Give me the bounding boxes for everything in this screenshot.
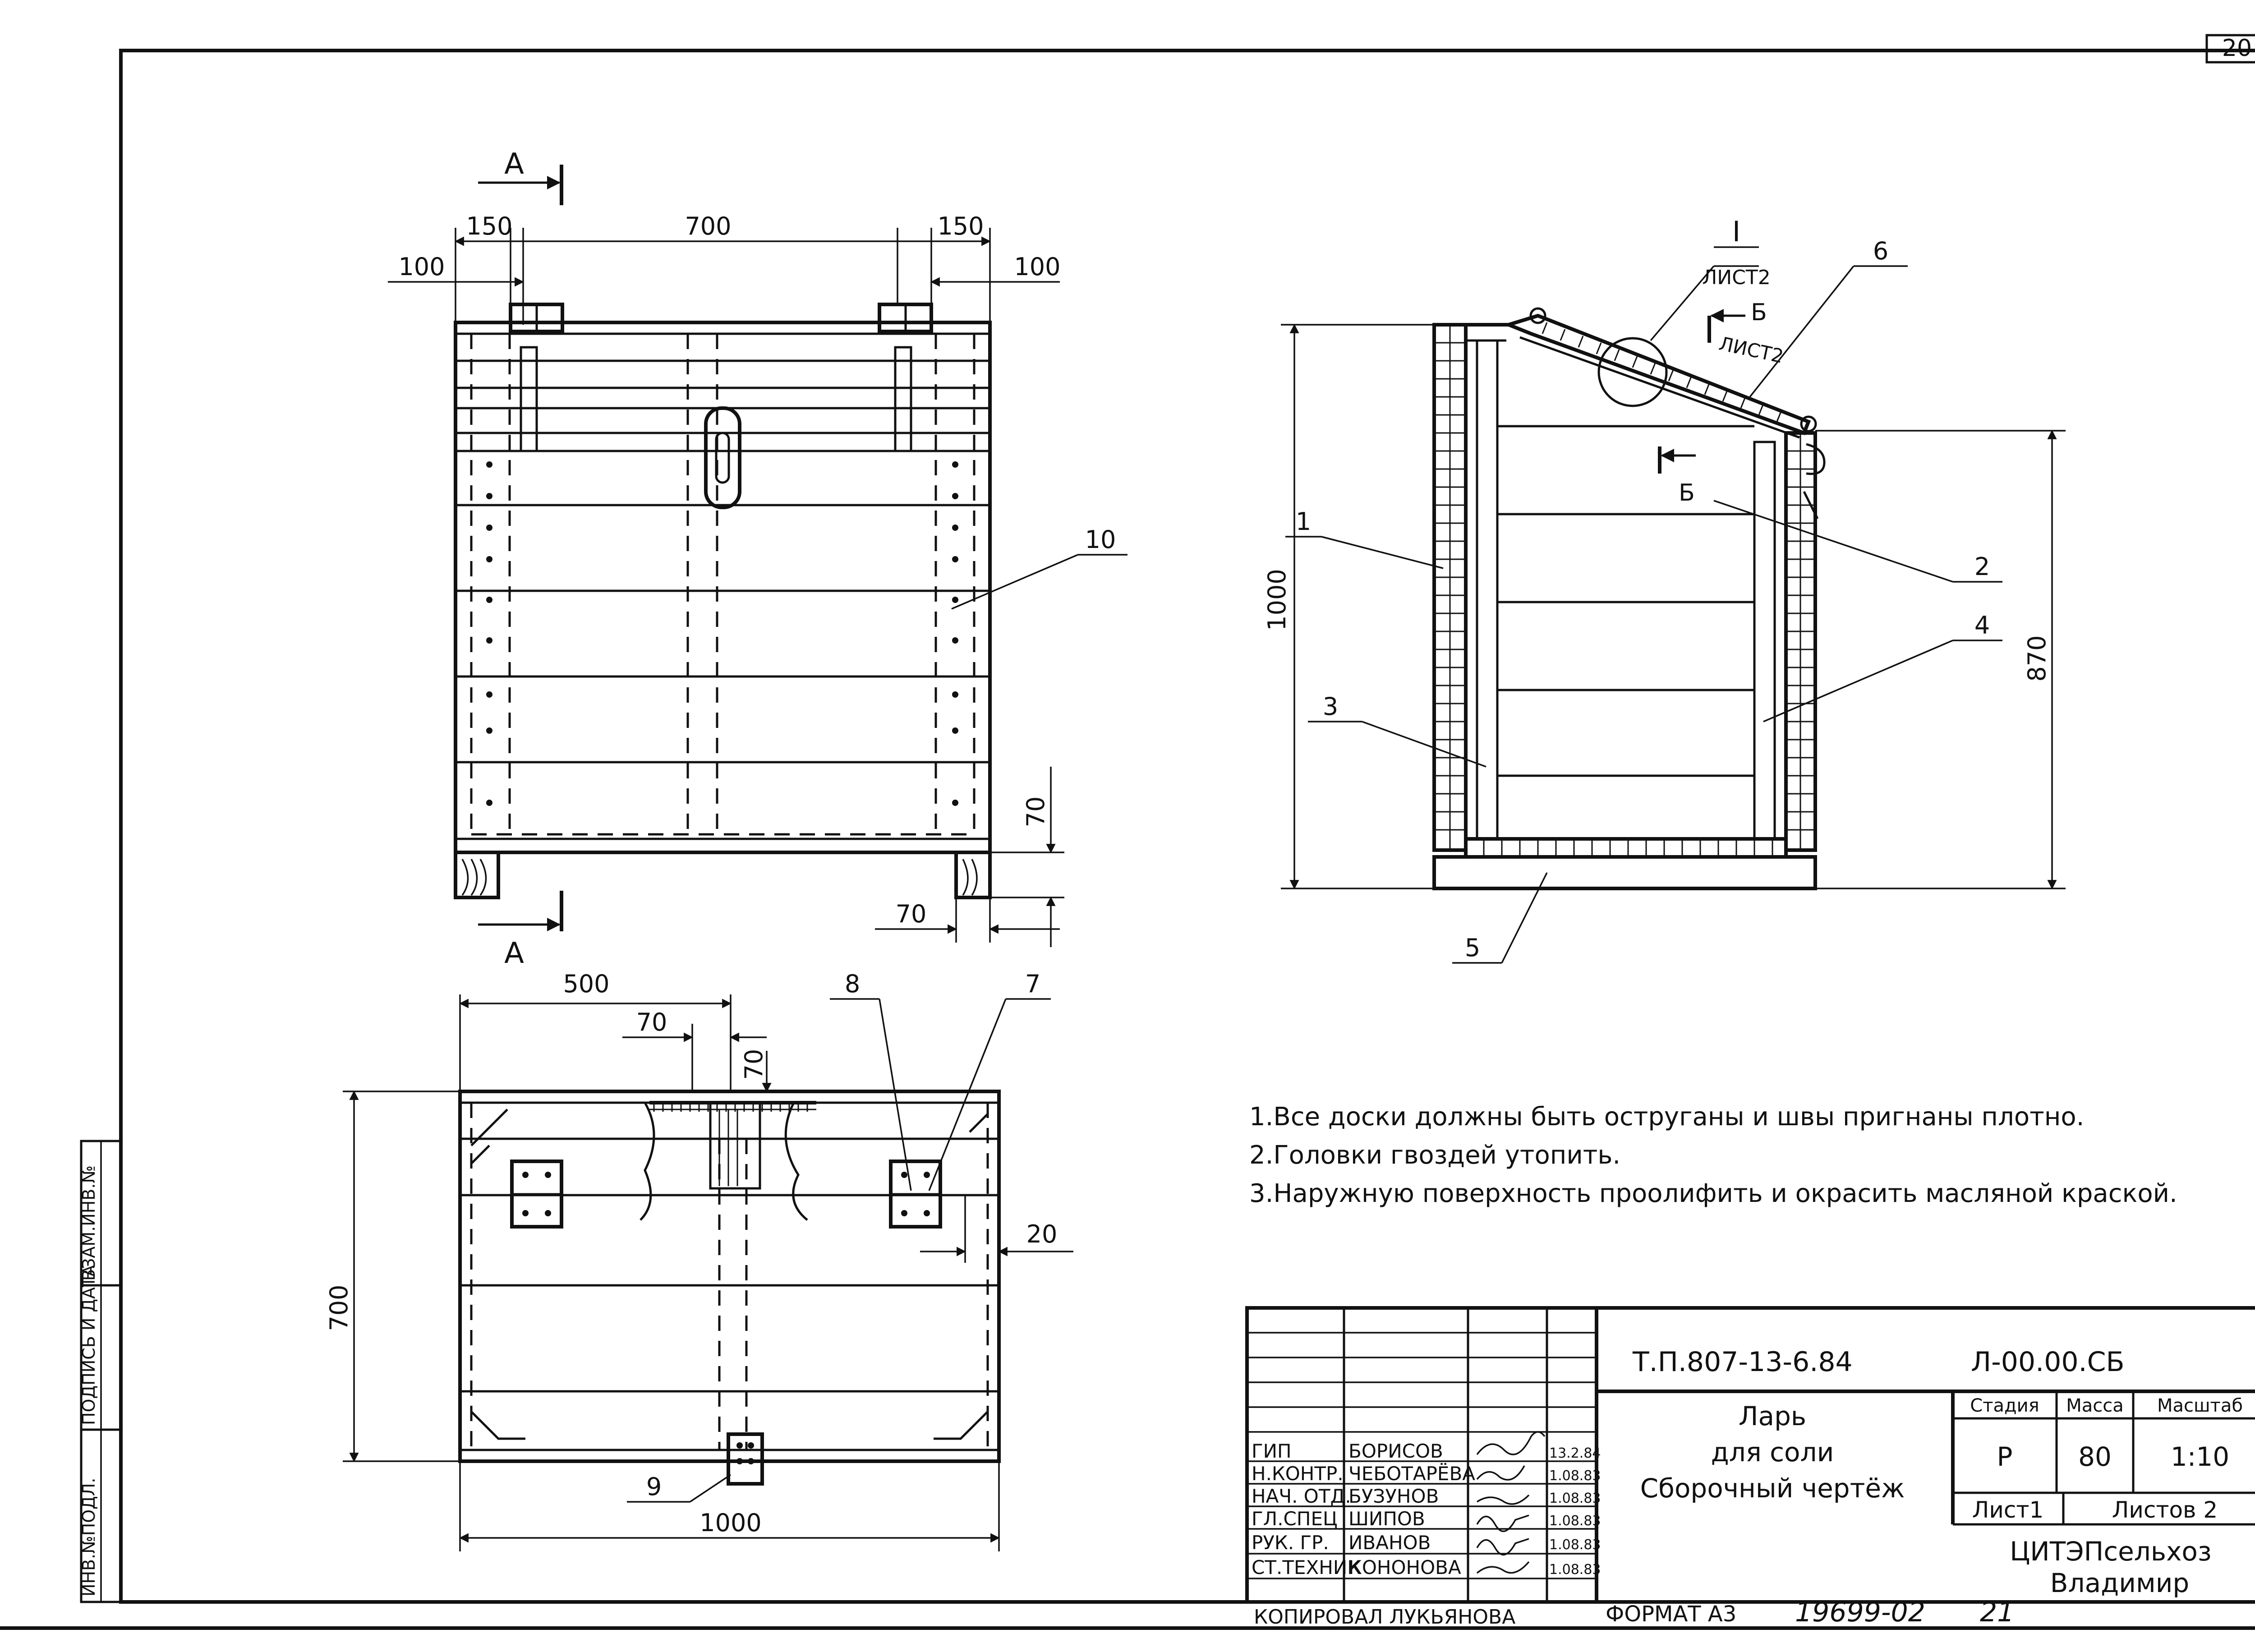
note-2: 2.Головки гвоздей утопить. — [1249, 1141, 1620, 1170]
callout-3: 3 — [1323, 692, 1338, 721]
sheet-number: Лист1 — [1972, 1497, 2044, 1523]
drawing-code: Л-00.00.СБ — [1971, 1346, 2125, 1378]
project-code: Т.П.807-13-6.84 — [1632, 1346, 1853, 1378]
value-mass: 80 — [2078, 1441, 2112, 1472]
note-1: 1.Все доски должны быть оструганы и швы … — [1249, 1102, 2084, 1132]
staff-name: ШИПОВ — [1348, 1508, 1425, 1530]
title-line-3: Сборочный чертёж — [1640, 1473, 1905, 1504]
dim-hinge-right: 150 — [937, 212, 984, 240]
note-3: 3.Наружную поверхность проолифить и окра… — [1249, 1179, 2177, 1208]
staff-name: ЧЕБОТАРЁВА — [1348, 1462, 1475, 1485]
section-b-letter-lower: Б — [1679, 479, 1695, 506]
value-scale: 1:10 — [2171, 1441, 2229, 1472]
dim-half-length: 500 — [563, 970, 609, 998]
callout-10: 10 — [1085, 525, 1116, 554]
dim-length: 1000 — [700, 1509, 761, 1537]
callout-7: 7 — [1025, 970, 1040, 998]
staff-role: Н.КОНТР. — [1252, 1463, 1344, 1485]
front-view — [388, 165, 1128, 947]
top-view — [343, 994, 1073, 1551]
title-block — [1245, 1306, 2255, 1604]
section-b-sheet: ЛИСТ2 — [1717, 332, 1786, 368]
staff-role: СТ.ТЕХНИК — [1252, 1556, 1361, 1578]
callout-9: 9 — [646, 1473, 662, 1501]
sheets-total: Листов 2 — [2112, 1497, 2218, 1523]
header-stage: Стадия — [1970, 1395, 2039, 1416]
staff-date: 1.08.83 — [1549, 1491, 1601, 1506]
section-b-letter: Б — [1751, 299, 1767, 326]
header-mass: Масса — [2066, 1395, 2124, 1416]
copied-by: КОПИРОВАЛ ЛУКЬЯНОВА — [1254, 1606, 1515, 1629]
value-stage: Р — [1997, 1441, 2013, 1472]
callout-1: 1 — [1296, 507, 1311, 536]
side-stamp-vzam-inv: ВЗАМ.ИНВ.№ — [79, 1165, 99, 1281]
dim-foot-height: 70 — [1022, 796, 1050, 828]
section-view — [1281, 246, 2066, 964]
dim-hinge-left: 150 — [466, 212, 512, 240]
dim-between-hinges: 700 — [685, 212, 731, 240]
callout-6: 6 — [1873, 237, 1888, 265]
staff-rows: ГИП БОРИСОВ 13.2.84 Н.КОНТР. ЧЕБОТАРЁВА … — [1252, 1440, 1601, 1578]
callout-5: 5 — [1465, 934, 1480, 962]
staff-date: 1.08.83 — [1549, 1537, 1601, 1553]
dim-cut-depth: 70 — [740, 1049, 768, 1080]
dim-cut-width: 70 — [636, 1008, 667, 1036]
staff-date: 1.08.83 — [1549, 1513, 1601, 1529]
detail-mark-roman: I — [1732, 215, 1740, 248]
side-stamp-inv-podl: ИНВ.№ПОДЛ. — [79, 1478, 99, 1597]
dim-depth: 700 — [325, 1284, 353, 1331]
callout-4: 4 — [1974, 611, 1990, 640]
staff-role: НАЧ. ОТД. — [1252, 1485, 1351, 1507]
dim-offset-right: 100 — [1014, 253, 1060, 281]
org-line-1: ЦИТЭПсельхоз — [2010, 1536, 2211, 1567]
dim-inner-height: 870 — [2023, 635, 2051, 681]
detail-mark-sheet: ЛИСТ2 — [1702, 266, 1771, 289]
staff-date: 1.08.83 — [1549, 1562, 1601, 1578]
dim-edge-gap: 20 — [1026, 1220, 1058, 1248]
staff-name: БОРИСОВ — [1348, 1440, 1443, 1462]
page-number: 20 — [2222, 35, 2252, 62]
dim-offset-left: 100 — [398, 253, 445, 281]
staff-name: ИВАНОВ — [1348, 1532, 1431, 1554]
callout-8: 8 — [845, 970, 860, 998]
side-stamp — [80, 1140, 122, 1603]
title-line-2: для соли — [1711, 1437, 1834, 1468]
staff-name: БУЗУНОВ — [1348, 1485, 1439, 1507]
title-line-1: Ларь — [1739, 1401, 1806, 1431]
section-mark-a-bottom: А — [504, 937, 524, 970]
inventory-number: 19699-02 — [1795, 1597, 1925, 1628]
staff-name: КОНОНОВА — [1348, 1556, 1461, 1578]
staff-date: 1.08.83 — [1549, 1468, 1601, 1484]
staff-role: ГЛ.СПЕЦ — [1252, 1508, 1338, 1530]
format-label: ФОРМАТ А3 — [1606, 1601, 1736, 1627]
sheet-frame — [0, 34, 2255, 1630]
staff-role: РУК. ГР. — [1252, 1532, 1329, 1554]
org-line-2: Владимир — [2050, 1568, 2189, 1598]
dim-total-height: 1000 — [1263, 569, 1291, 630]
inventory-sheet: 21 — [1980, 1597, 2014, 1628]
section-mark-a-top: А — [504, 147, 524, 181]
side-stamp-sign-date: ПОДПИСЬ И ДАТА — [79, 1265, 99, 1425]
callout-2: 2 — [1974, 552, 1990, 581]
dim-foot-width: 70 — [896, 900, 927, 928]
staff-date: 13.2.84 — [1549, 1445, 1601, 1461]
header-scale: Масштаб — [2157, 1395, 2243, 1416]
staff-role: ГИП — [1252, 1440, 1292, 1462]
